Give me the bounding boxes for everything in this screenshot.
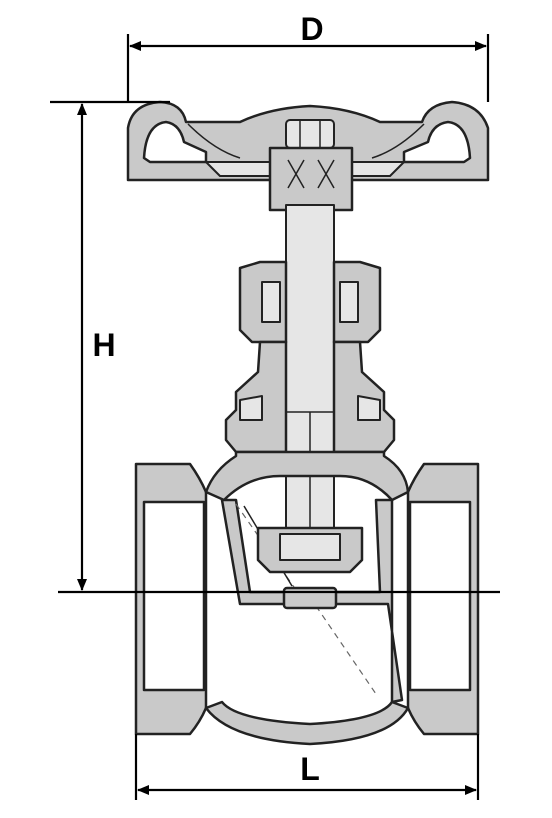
dimension-d: D	[126, 11, 490, 102]
valve-stem	[285, 204, 335, 536]
dimension-d-label: D	[300, 11, 323, 47]
dimension-h: H	[50, 100, 500, 594]
dimension-l-label: L	[300, 751, 320, 787]
dimension-l: L	[134, 734, 480, 800]
dimension-h-label: H	[92, 327, 115, 363]
valve-body	[134, 450, 480, 746]
handwheel-nut	[268, 119, 354, 212]
bonnet	[224, 340, 396, 454]
